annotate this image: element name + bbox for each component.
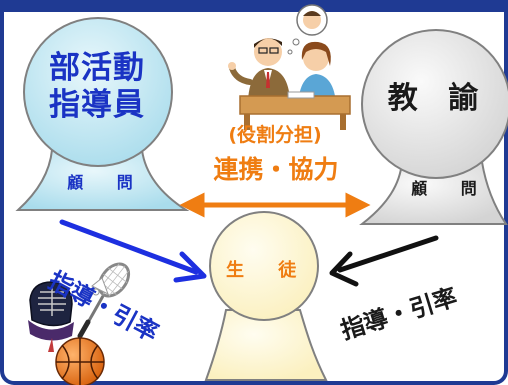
club-instructor-name: 部活動 指導員 bbox=[42, 50, 152, 124]
club-instructor-figure bbox=[15, 17, 190, 211]
basketball-icon bbox=[55, 337, 105, 385]
cooperation-label: 連携・協力 bbox=[213, 155, 339, 184]
top-bar bbox=[0, 0, 508, 12]
shuttlecock-icon bbox=[91, 277, 109, 296]
student-figure bbox=[204, 211, 328, 381]
badminton-racket-icon bbox=[77, 262, 131, 339]
meeting-illustration-icon bbox=[228, 4, 351, 130]
club-advisor-label: 顧 問 bbox=[67, 173, 147, 192]
student-label: 生 徒 bbox=[226, 260, 311, 281]
club-instructor-line1: 部活動 bbox=[49, 50, 145, 86]
teacher-name: 教 諭 bbox=[387, 81, 489, 116]
role-sharing-label: (役割分担) bbox=[228, 124, 322, 146]
teacher-advisor-label: 顧 問 bbox=[411, 179, 491, 198]
teacher-figure bbox=[359, 29, 508, 225]
blue-guidance-arrow bbox=[59, 219, 207, 283]
kendo-mask-icon bbox=[28, 281, 74, 352]
black-guidance-arrow bbox=[329, 235, 439, 287]
club-instructor-line2: 指導員 bbox=[49, 87, 145, 123]
